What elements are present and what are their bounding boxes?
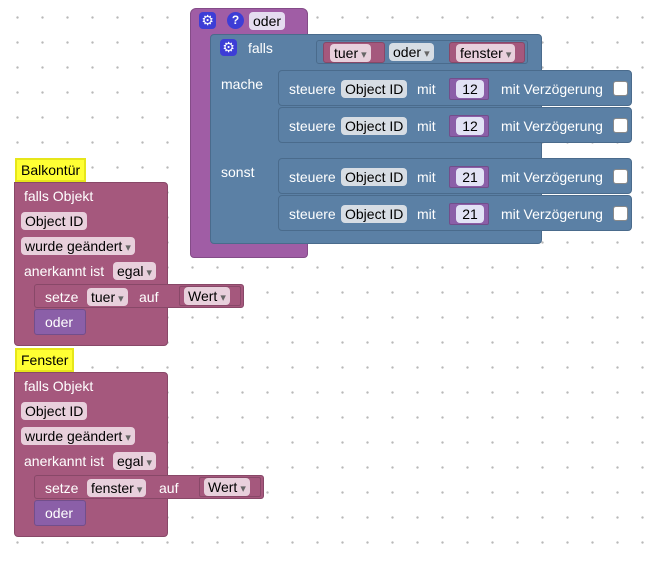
falls-label: falls [248,40,273,56]
trigger-title[interactable]: Balkontür [15,158,87,182]
mit-label: mit [417,118,436,134]
object-id-field[interactable]: Object ID [341,117,408,135]
var-fenster-dropdown[interactable]: fenster [456,44,516,62]
object-id-field[interactable]: Object ID [21,212,88,230]
delay-label: mit Verzögerung [501,81,603,97]
logic-or-block[interactable]: tuer oder fenster [316,40,528,64]
ack-dropdown[interactable]: egal [113,262,157,280]
variable-dropdown[interactable]: tuer [87,288,128,306]
object-id-field[interactable]: Object ID [341,168,408,186]
op-dropdown[interactable]: oder [389,43,434,61]
delay-checkbox[interactable] [613,118,628,133]
falls-objekt-label: falls Objekt [24,188,94,204]
var-fenster-block[interactable]: fenster [449,42,525,63]
help-icon[interactable]: ? [227,12,244,29]
var-tuer-dropdown[interactable]: tuer [330,44,371,62]
object-id-field[interactable]: Object ID [341,205,408,223]
value-dropdown[interactable]: Wert [204,478,250,496]
mit-label: mit [417,169,436,185]
falls-objekt-label: falls Objekt [24,378,94,394]
auf-label: auf [159,480,179,496]
steuere-label: steuere [289,81,336,97]
steuere-block[interactable]: steuere Object ID mit 21 mit Verzögerung [278,195,632,231]
number-block[interactable]: 12 [449,78,489,100]
value-block[interactable]: Wert [199,477,261,497]
value-dropdown[interactable]: Wert [184,287,230,305]
setze-label: setze [45,289,79,305]
number-value[interactable]: 21 [456,205,484,223]
gear-icon[interactable]: ⚙ [199,12,216,29]
value-block[interactable]: Wert [179,286,241,306]
changed-dropdown[interactable]: wurde geändert [21,237,135,255]
steuere-block[interactable]: steuere Object ID mit 12 mit Verzögerung [278,107,632,143]
number-block[interactable]: 21 [449,166,489,188]
steuere-label: steuere [289,118,336,134]
delay-checkbox[interactable] [613,206,628,221]
trigger-title[interactable]: Fenster [15,348,75,372]
steuere-block[interactable]: steuere Object ID mit 21 mit Verzögerung [278,158,632,194]
sonst-label: sonst [221,164,255,180]
steuere-block[interactable]: steuere Object ID mit 12 mit Verzögerung [278,70,632,106]
steuere-label: steuere [289,169,336,185]
mit-label: mit [417,206,436,222]
oder-label: oder [45,314,74,330]
variable-dropdown[interactable]: fenster [87,479,147,497]
delay-label: mit Verzögerung [501,206,603,222]
setze-block[interactable]: setze fenster auf Wert [34,475,264,499]
ack-dropdown[interactable]: egal [113,452,157,470]
delay-checkbox[interactable] [613,169,628,184]
number-block[interactable]: 12 [449,115,489,137]
object-id-field[interactable]: Object ID [21,402,88,420]
number-block[interactable]: 21 [449,203,489,225]
ack-label: anerkannt ist [24,263,105,279]
auf-label: auf [139,289,159,305]
setze-label: setze [45,480,79,496]
delay-checkbox[interactable] [613,81,628,96]
setze-block[interactable]: setze tuer auf Wert [34,284,244,308]
oder-label: oder [249,12,286,30]
changed-dropdown[interactable]: wurde geändert [21,427,135,445]
oder-label: oder [45,505,74,521]
delay-label: mit Verzögerung [501,169,603,185]
gear-icon[interactable]: ⚙ [220,39,237,56]
steuere-label: steuere [289,206,336,222]
ack-label: anerkannt ist [24,453,105,469]
delay-label: mit Verzögerung [501,118,603,134]
number-value[interactable]: 21 [456,168,484,186]
oder-block[interactable]: oder [34,309,86,335]
object-id-field[interactable]: Object ID [341,80,408,98]
number-value[interactable]: 12 [456,80,484,98]
mit-label: mit [417,81,436,97]
mache-label: mache [221,76,264,92]
trigger-block[interactable]: falls Objekt Object ID wurde geändert an… [14,372,168,537]
var-tuer-block[interactable]: tuer [323,42,385,63]
number-value[interactable]: 12 [456,117,484,135]
oder-block[interactable]: oder [34,500,86,526]
